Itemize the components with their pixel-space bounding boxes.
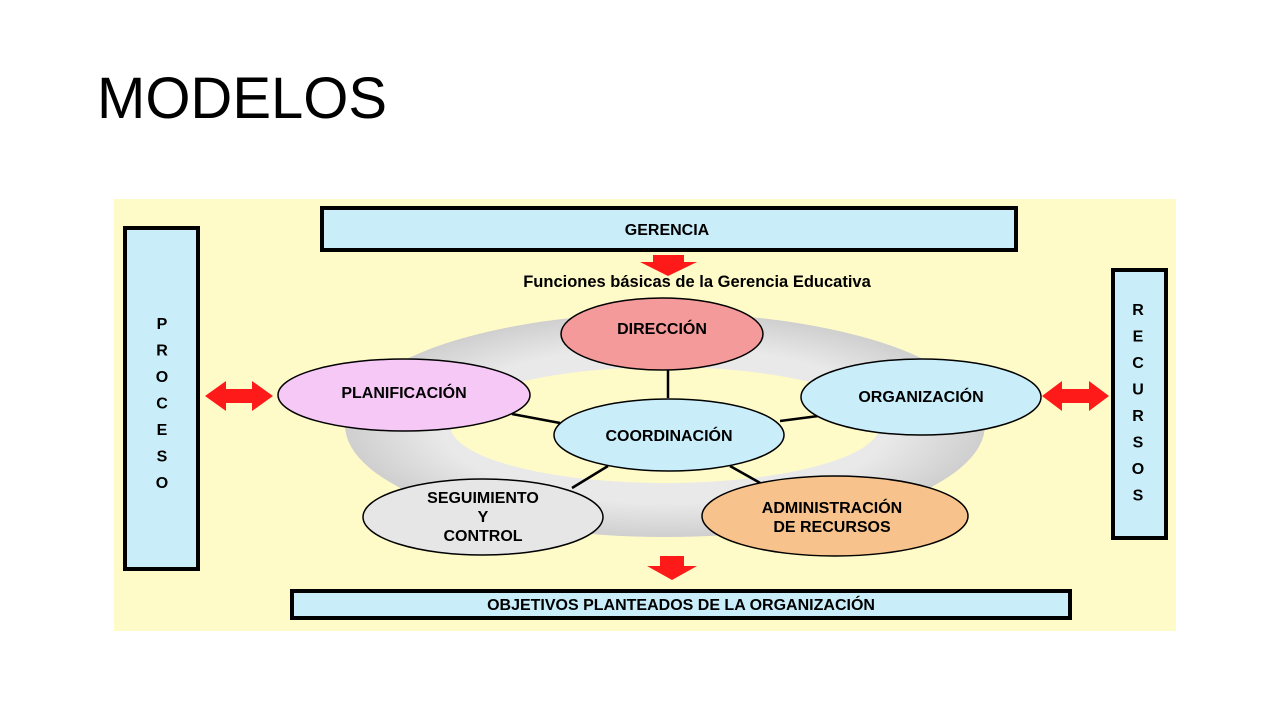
recursos-letter: R [1132, 408, 1144, 425]
proceso-letter: E [157, 422, 168, 439]
proceso-letter: C [156, 396, 168, 413]
proceso-letter: O [156, 369, 168, 386]
recursos-letter: C [1132, 355, 1144, 372]
objetivos-box [290, 589, 1072, 620]
proceso-letter: R [156, 343, 168, 360]
seguimiento-label-3: CONTROL [443, 528, 522, 545]
recursos-letter: R [1132, 302, 1144, 319]
planificacion-node [277, 358, 531, 432]
organizacion-label: ORGANIZACIÓN [858, 387, 983, 406]
recursos-box [1111, 268, 1168, 540]
slide-title: MODELOS [97, 66, 388, 131]
organizacion-node [800, 358, 1042, 436]
direccion-label: DIRECCIÓN [617, 319, 707, 338]
gerencia-label: GERENCIA [625, 222, 710, 239]
recursos-letter: O [1132, 461, 1144, 478]
coordinacion-label: COORDINACIÓN [605, 426, 732, 445]
administracion-node [701, 475, 969, 557]
subtitle: Funciones básicas de la Gerencia Educati… [523, 273, 871, 291]
recursos-letter: S [1133, 488, 1144, 505]
right-double-arrow [1042, 381, 1109, 411]
planificacion-label: PLANIFICACIÓN [341, 383, 466, 402]
down-arrow-top [640, 255, 697, 276]
recursos-letter: E [1133, 329, 1144, 346]
recursos-letter: U [1132, 382, 1144, 399]
recursos-letters: RECURSOS [1132, 302, 1144, 505]
recursos-letter: S [1133, 435, 1144, 452]
proceso-letter: P [157, 316, 168, 333]
connector-planificacion [511, 412, 561, 425]
objetivos-label: OBJETIVOS PLANTEADOS DE LA ORGANIZACIÓN [487, 595, 875, 614]
proceso-box [123, 226, 200, 571]
administracion-label-2: DE RECURSOS [773, 519, 891, 536]
proceso-letter: S [157, 449, 168, 466]
seguimiento-node [362, 478, 604, 556]
direccion-node [560, 297, 764, 371]
down-arrow-bottom [647, 556, 697, 580]
gerencia-box [320, 206, 1018, 252]
connector-administracion [729, 464, 763, 486]
coordinacion-node [553, 398, 785, 472]
proceso-letter: O [156, 475, 168, 492]
seguimiento-label-1: SEGUIMIENTO [427, 490, 539, 507]
administracion-label-1: ADMINISTRACIÓN [762, 498, 902, 517]
seguimiento-label-2: Y [478, 509, 489, 526]
connector-lines [511, 368, 827, 490]
left-double-arrow [205, 381, 273, 411]
connector-seguimiento [571, 464, 609, 490]
